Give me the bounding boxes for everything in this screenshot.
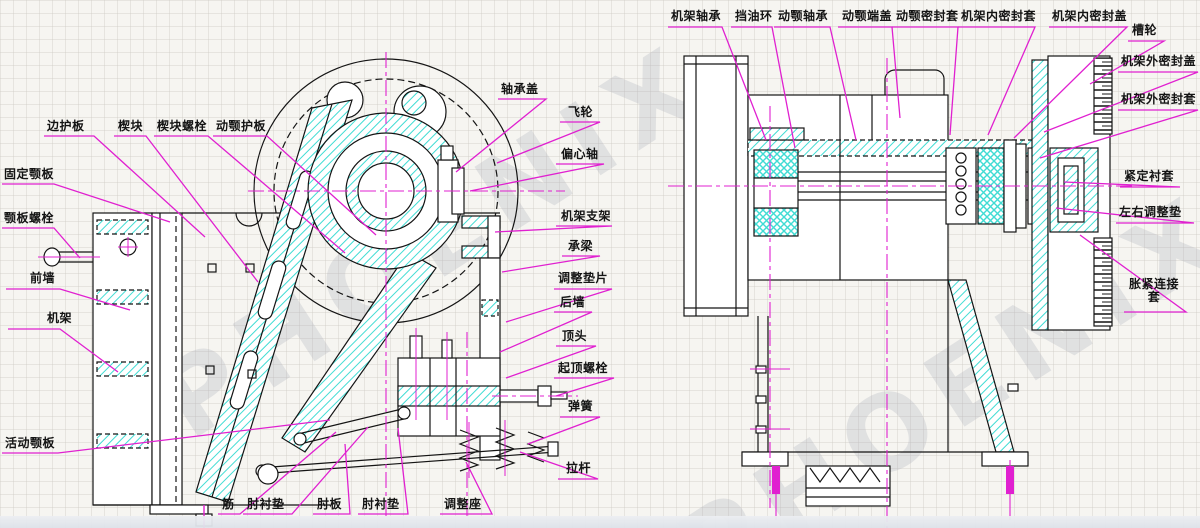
part-label-la-gan: 拉杆: [566, 461, 592, 475]
part-label-ji-jia-wai-mi-feng-tao: 机架外密封套: [1121, 92, 1197, 106]
frame-front-wall: [92, 212, 153, 506]
leader-line-ji-jia-wai-mi-feng-gai: [1043, 71, 1199, 133]
leader-line-zhou-chen-dian-qian: [243, 426, 369, 515]
leader-line-dong-e-zhou-cheng: [774, 26, 857, 141]
part-label-xie-kuai: 楔块: [118, 119, 144, 133]
part-label-dang-you-huan: 挡油环: [735, 9, 773, 23]
frame-bearing: [753, 149, 799, 179]
left-view-front-section: [38, 52, 578, 528]
part-label-zhou-ban: 肘板: [317, 497, 343, 511]
movable-jaw-body: [281, 251, 437, 453]
leader-line-zuo-you-tiao-zheng-dian: [1055, 207, 1195, 224]
bottom-fade-band: [0, 516, 1200, 528]
part-label-ji-jia-zhi-jia: 机架支架: [561, 209, 612, 223]
leader-line-zhang-jin-lian-jie-tao: [1079, 234, 1189, 313]
part-label-ji-jia-zhou-cheng: 机架轴承: [671, 9, 722, 23]
leader-line-huo-dong-e-ban: [2, 419, 331, 454]
part-label-zuo-you-tiao-zheng-dian: 左右调整垫: [1119, 205, 1182, 219]
part-label-e-ban-luo-shuan: 颚板螺栓: [4, 211, 55, 225]
part-label-zhou-chen-dian-qian: 肘衬垫: [247, 497, 285, 511]
leader-line-zhou-ban: [313, 443, 351, 515]
part-label-hou-qiang: 后墙: [560, 295, 586, 309]
part-label-tan-huang: 弹簧: [568, 399, 594, 413]
tension-rod: [257, 445, 557, 469]
leader-line-ji-jia-wai-mi-feng-tao: [1039, 109, 1199, 159]
part-label-fei-lun: 飞轮: [568, 105, 594, 119]
leader-line-cao-lun: [1089, 40, 1167, 85]
fixed-jaw-plate: [151, 212, 183, 506]
leader-line-dang-you-huan: [731, 26, 796, 149]
part-label-jin: 筋: [222, 497, 235, 511]
leader-line-ding-tou: [505, 345, 597, 379]
leader-line-xie-kuai: [114, 135, 259, 283]
part-label-gu-ding-e-ban: 固定颚板: [4, 167, 55, 181]
part-label-ji-jia-wai-mi-feng-gai: 机架外密封盖: [1121, 54, 1197, 68]
part-label-xie-kuai-luo-shuan: 楔块螺栓: [157, 119, 208, 133]
leader-line-cheng-liang: [501, 255, 601, 273]
part-label-zhou-chen-dian-hou: 肘衬垫: [362, 497, 400, 511]
leader-line-bian-hu-ban: [44, 135, 206, 238]
part-label-tiao-zheng-dian-pian: 调整垫片: [558, 271, 609, 285]
leader-line-gu-ding-e-ban: [2, 183, 171, 223]
leader-line-e-ban-luo-shuan: [2, 227, 81, 259]
part-label-dong-e-duan-gai: 动颚端盖: [842, 9, 893, 23]
right-view-side-section: [668, 55, 1135, 528]
part-label-cao-lun: 槽轮: [1132, 23, 1158, 37]
part-label-bian-hu-ban: 边护板: [47, 119, 85, 133]
part-label-ji-jia-nei-mi-feng-gai: 机架内密封盖: [1052, 9, 1128, 23]
part-label-dong-e-mi-feng-tao: 动颚密封套: [896, 9, 959, 23]
flywheel-inner-rim: [273, 78, 499, 304]
leader-line-la-gan: [519, 451, 599, 480]
leader-line-tan-huang: [527, 416, 601, 445]
part-label-qian-qiang: 前墙: [30, 271, 56, 285]
leader-line-pian-xin-zhou: [469, 163, 605, 192]
part-label-ji-jia-nei-mi-feng-tao: 机架内密封套: [961, 9, 1037, 23]
leader-line-qi-ding-luo-shuan: [554, 377, 615, 397]
leader-line-tiao-zheng-dian-pian: [505, 288, 613, 323]
leader-line-ji-jia-zhou-cheng: [668, 26, 767, 141]
leader-line-ji-jia-nei-mi-feng-tao: [958, 26, 1036, 136]
leader-line-xie-kuai-luo-shuan: [154, 135, 346, 254]
leader-line-tiao-zheng-zuo: [440, 461, 494, 515]
part-label-dong-e-zhou-cheng: 动颚轴承: [778, 9, 829, 23]
leader-line-zhou-cheng-gai: [455, 98, 548, 173]
part-label-qi-ding-luo-shuan: 起顶螺栓: [558, 361, 609, 375]
part-label-zhang-jin-lian-jie-tao: 胀紧连接套: [1128, 277, 1179, 305]
part-label-cheng-liang: 承梁: [568, 239, 594, 253]
part-label-dong-e-hu-ban: 动颚护板: [216, 119, 267, 133]
part-label-ji-jia: 机架: [47, 311, 73, 325]
part-label-jin-ding-chen-tao: 紧定衬套: [1124, 169, 1175, 183]
toggle-plate: [297, 407, 407, 435]
leader-line-dong-e-hu-ban: [213, 135, 377, 236]
leader-line-fei-lun: [496, 121, 601, 164]
part-label-ding-tou: 顶头: [562, 329, 588, 343]
part-label-pian-xin-zhou: 偏心轴: [561, 147, 599, 161]
part-label-tiao-zheng-zuo: 调整座: [444, 497, 482, 511]
leader-lines: [2, 26, 1199, 515]
spring: [458, 429, 480, 472]
leader-line-jin-ding-chen-tao: [1063, 181, 1181, 188]
part-label-huo-dong-e-ban: 活动颚板: [5, 436, 56, 450]
leader-line-ji-jia: [8, 328, 119, 373]
leader-line-jin: [218, 431, 337, 515]
leader-line-ji-jia-zhi-jia: [494, 225, 613, 233]
part-label-zhou-cheng-gai: 轴承盖: [501, 82, 539, 96]
leader-line-qian-qiang: [6, 288, 131, 311]
leader-line-zhou-chen-dian-hou: [358, 427, 409, 515]
frame-side-wall: [1031, 59, 1049, 331]
leader-line-hou-qiang: [499, 311, 593, 353]
leader-line-ji-jia-nei-mi-feng-gai: [1013, 26, 1129, 139]
